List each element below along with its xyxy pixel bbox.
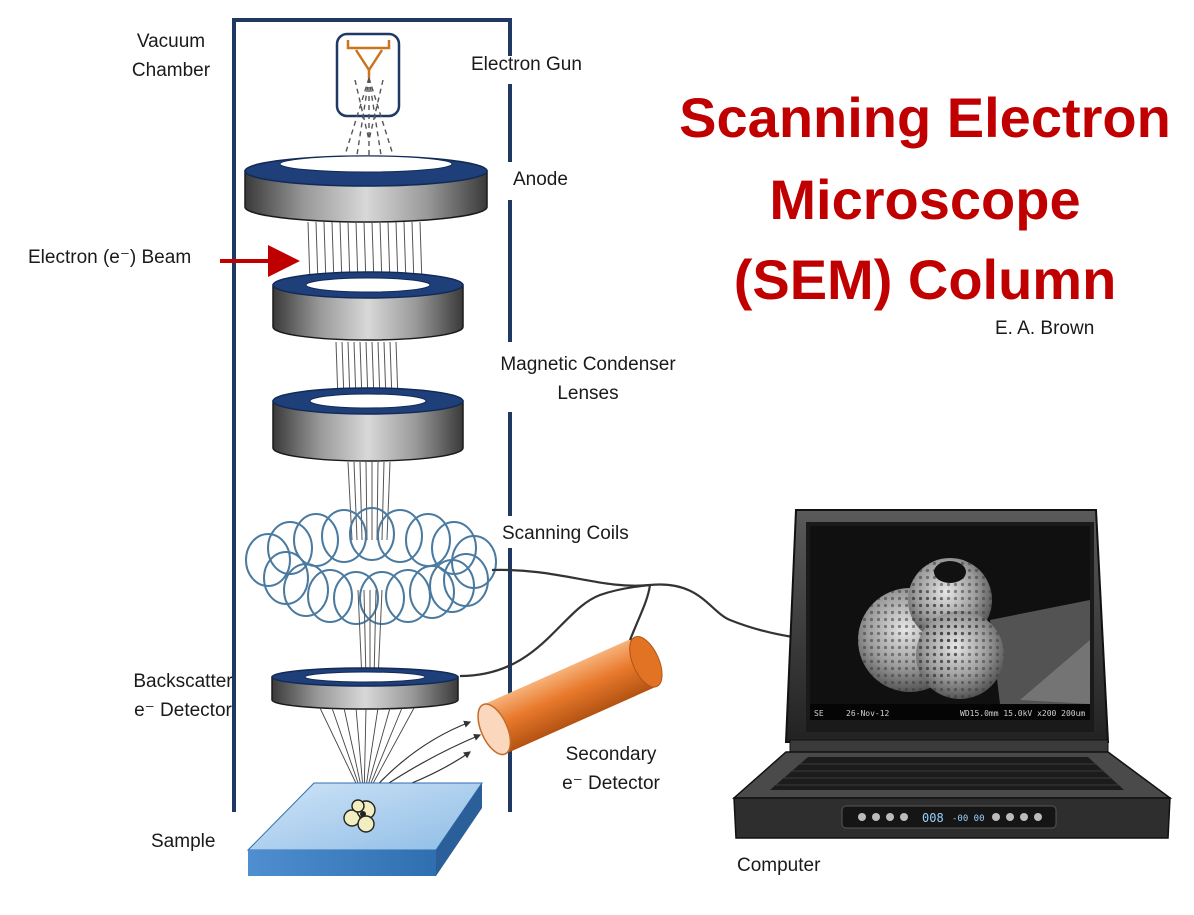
specimen (343, 799, 376, 833)
label-scanning-coils: Scanning Coils (502, 523, 629, 544)
label-electron-gun: Electron Gun (471, 54, 582, 75)
title-line-2: Microscope (769, 168, 1081, 231)
scanning-coils (245, 507, 497, 625)
cables (459, 568, 801, 678)
label-backscatter-2: e⁻ Detector (134, 700, 232, 721)
label-backscatter-1: Backscatter (133, 671, 233, 692)
label-computer: Computer (737, 855, 821, 876)
front-display-2: -00 00 (952, 814, 985, 824)
screen-date: 26-Nov-12 (846, 709, 890, 718)
computer: SE 26-Nov-12 WD15.0mm 15.0kV x200 200um … (732, 509, 1173, 839)
screen-mode: SE (814, 709, 824, 718)
front-display: 008 (922, 811, 944, 825)
label-sample: Sample (151, 831, 216, 852)
secondary-detector (477, 636, 663, 756)
label-vacuum-1: Vacuum (136, 31, 206, 52)
label-vacuum-2: Chamber (131, 60, 211, 81)
vacuum-chamber (232, 18, 512, 812)
anode-ring (244, 155, 488, 223)
screen-readout: WD15.0mm 15.0kV x200 200um (960, 709, 1085, 718)
sem-image (858, 558, 1004, 699)
author: E. A. Brown (995, 318, 1095, 339)
electron-gun (335, 32, 401, 156)
label-condenser-1: Magnetic Condenser (500, 354, 676, 375)
backscatter-detector (271, 667, 459, 710)
label-secondary-1: Secondary (565, 744, 657, 765)
label-condenser-2: Lenses (557, 383, 619, 404)
condenser-lens-1 (272, 271, 464, 341)
label-anode: Anode (513, 169, 568, 190)
condenser-lens-2 (272, 387, 464, 462)
title-line-3: (SEM) Column (733, 248, 1117, 311)
title-line-1: Scanning Electron (679, 86, 1171, 149)
label-electron-beam: Electron (e⁻) Beam (28, 247, 192, 268)
label-secondary-2: e⁻ Detector (562, 773, 660, 794)
